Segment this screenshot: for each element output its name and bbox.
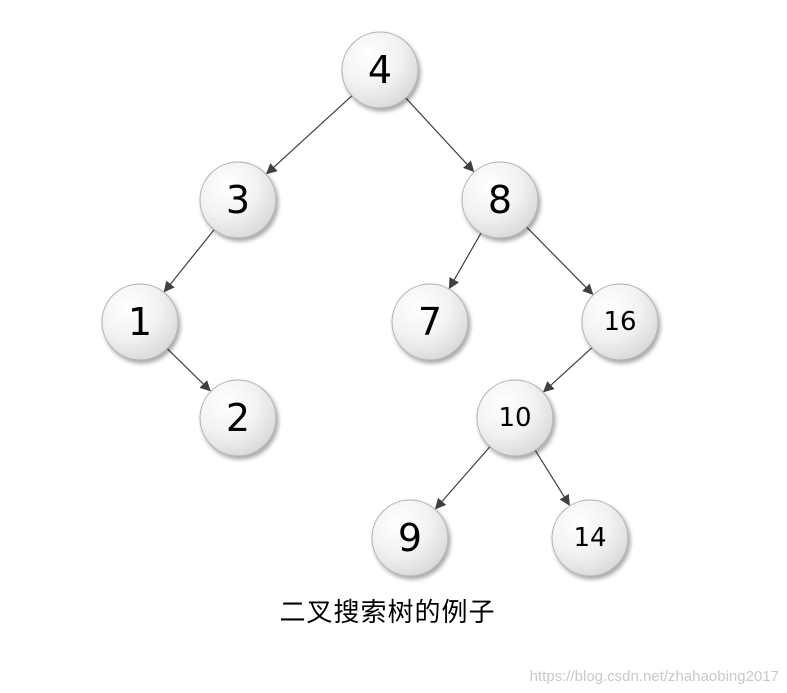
tree-node-label: 16 [603, 307, 636, 337]
edges-layer [163, 95, 594, 510]
tree-node-label: 1 [128, 300, 152, 344]
tree-node-label: 4 [368, 48, 392, 92]
tree-node-label: 14 [573, 523, 606, 553]
edge-n10-n14 [534, 449, 570, 506]
tree-node-8: 8 [461, 161, 539, 239]
tree-node-1: 1 [101, 283, 179, 361]
tree-node-label: 8 [488, 178, 512, 222]
tree-node-circle [371, 499, 449, 577]
tree-node-3: 3 [199, 161, 277, 239]
tree-node-circle [199, 379, 277, 457]
edge-n4-n3 [265, 95, 353, 175]
diagram-caption: 二叉搜索树的例子 [279, 598, 496, 628]
tree-node-label: 2 [226, 396, 250, 440]
tree-node-circle [581, 283, 659, 361]
source-watermark: https://blog.csdn.net/zhahaobing2017 [529, 668, 779, 685]
tree-node-label: 7 [418, 300, 442, 344]
tree-node-circle [199, 161, 277, 239]
tree-node-10: 10 [476, 379, 554, 457]
edge-n8-n16 [526, 226, 594, 295]
edge-n8-n7 [448, 232, 482, 290]
tree-node-4: 4 [341, 31, 419, 109]
edge-n16-n10 [542, 347, 593, 393]
tree-node-label: 9 [398, 516, 422, 560]
tree-node-2: 2 [199, 379, 277, 457]
tree-node-16: 16 [581, 283, 659, 361]
tree-node-9: 9 [371, 499, 449, 577]
tree-node-circle [101, 283, 179, 361]
tree-node-circle [461, 161, 539, 239]
edge-n1-n2 [166, 348, 211, 392]
tree-node-7: 7 [391, 283, 469, 361]
tree-node-label: 10 [498, 403, 531, 433]
tree-node-label: 3 [226, 178, 250, 222]
tree-node-circle [391, 283, 469, 361]
tree-node-circle [476, 379, 554, 457]
tree-node-circle [551, 499, 629, 577]
edge-n4-n8 [405, 97, 475, 173]
nodes-layer: 4 3 8 1 2 7 16 10 9 14 [101, 31, 659, 577]
edge-n3-n1 [163, 229, 215, 293]
edge-n10-n9 [434, 446, 491, 510]
tree-node-circle [341, 31, 419, 109]
tree-node-14: 14 [551, 499, 629, 577]
